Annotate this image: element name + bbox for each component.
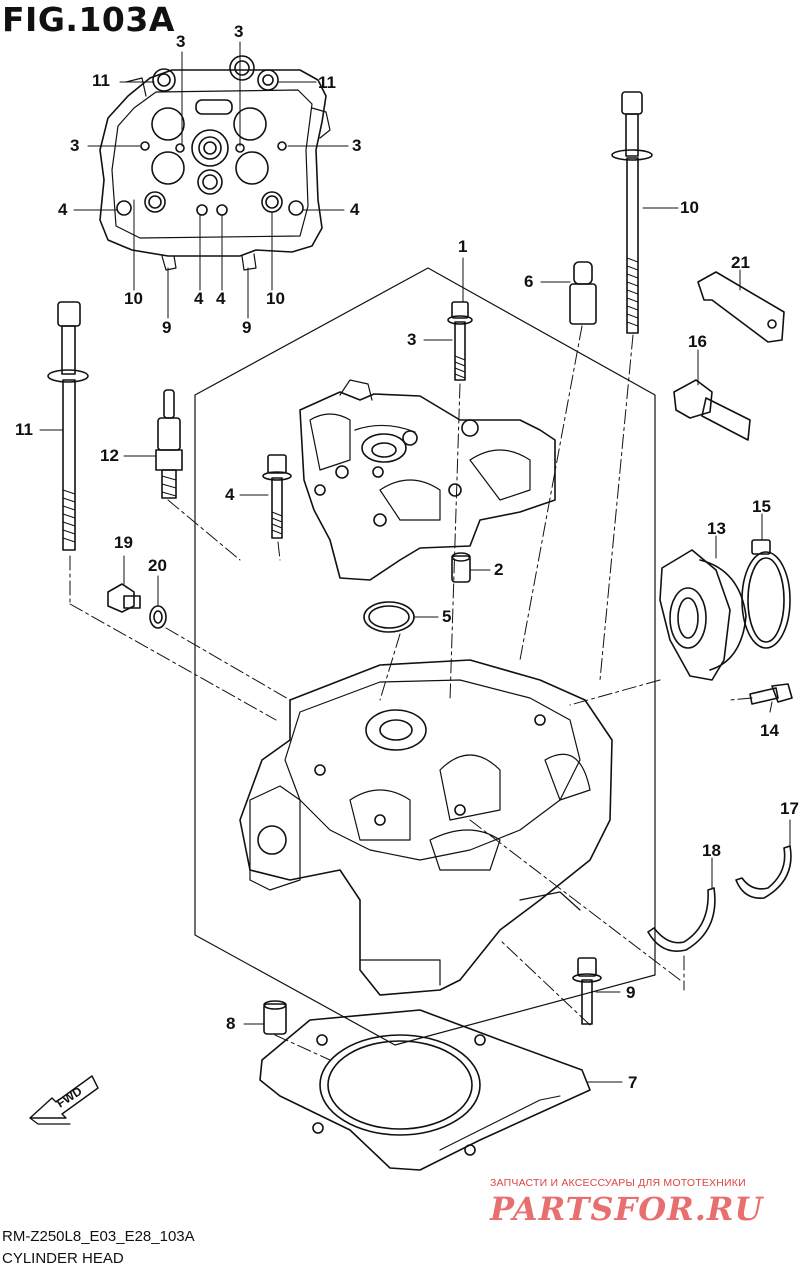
semicircle-seal-17 [735, 845, 792, 899]
callout-4: 4 [216, 289, 226, 308]
callout-10: 10 [680, 198, 699, 217]
callout-4: 4 [58, 200, 68, 219]
bolt-9-bottom [572, 957, 602, 1025]
assembly-leader-lines [69, 325, 753, 1061]
callout-8: 8 [226, 1014, 236, 1033]
bolt-16 [673, 379, 751, 441]
dowel-pin-8 [263, 1000, 287, 1035]
callout-13: 13 [707, 519, 726, 538]
callout-17: 17 [780, 799, 799, 818]
inset-leader-lines [73, 41, 349, 319]
bolt-11-long [47, 301, 89, 551]
bolt-3-short [447, 301, 473, 381]
callout-3: 3 [352, 136, 362, 155]
spark-plug-12 [155, 389, 183, 499]
watermark-caption: ЗАПЧАСТИ И АКСЕССУАРЫ ДЛЯ МОТОТЕХНИКИ [490, 1177, 746, 1189]
callout-4: 4 [225, 485, 235, 504]
callout-9: 9 [162, 318, 172, 337]
callout-21: 21 [731, 253, 750, 272]
solid-leader-lines [39, 207, 791, 1083]
callout-4: 4 [194, 289, 204, 308]
semicircle-seal-18 [647, 887, 716, 952]
callout-11: 11 [92, 71, 110, 90]
callout-14: 14 [760, 721, 779, 740]
callout-20: 20 [148, 556, 167, 575]
callout-2: 2 [494, 560, 504, 579]
callout-4: 4 [350, 200, 360, 219]
callout-3: 3 [70, 136, 80, 155]
bolt-10-long [611, 91, 653, 334]
callout-15: 15 [752, 497, 771, 516]
fwd-arrow-icon [29, 1075, 99, 1125]
clamp-15 [741, 539, 791, 649]
callout-10: 10 [124, 289, 143, 308]
bolt-4-short [262, 454, 292, 539]
camshaft-holder [299, 379, 556, 581]
intake-pipe-13 [659, 549, 747, 681]
washer-20 [149, 605, 167, 629]
callout-19: 19 [114, 533, 133, 552]
watermark-logo: PARTSFOR.RU [490, 1190, 764, 1228]
head-top-view-inset [99, 55, 331, 271]
callout-7: 7 [628, 1073, 638, 1092]
part-name: CYLINDER HEAD [2, 1250, 124, 1267]
callout-1: 1 [458, 237, 468, 256]
bracket-21 [697, 271, 785, 343]
callout-11: 11 [318, 73, 336, 92]
bolt-14 [749, 683, 793, 705]
cylinder-head-body [239, 659, 613, 996]
plunger-6 [569, 261, 597, 325]
dowel-pin-2 [451, 552, 471, 583]
assembly-frame [194, 267, 656, 1046]
figure-title: FIG.103A [2, 0, 175, 39]
callout-3: 3 [407, 330, 417, 349]
callout-18: 18 [702, 841, 721, 860]
o-ring-5 [363, 601, 415, 633]
callout-9: 9 [242, 318, 252, 337]
callout-6: 6 [524, 272, 534, 291]
callout-5: 5 [442, 607, 452, 626]
cylinder-head-gasket-7 [259, 1009, 591, 1171]
callout-3: 3 [176, 32, 186, 51]
model-code: RM-Z250L8_E03_E28_103A [2, 1228, 195, 1245]
callout-10: 10 [266, 289, 285, 308]
callout-3: 3 [234, 22, 244, 41]
plug-bolt-19 [107, 583, 141, 613]
callout-9: 9 [626, 983, 636, 1002]
callout-11: 11 [15, 420, 33, 439]
callout-12: 12 [100, 446, 119, 465]
callout-16: 16 [688, 332, 707, 351]
